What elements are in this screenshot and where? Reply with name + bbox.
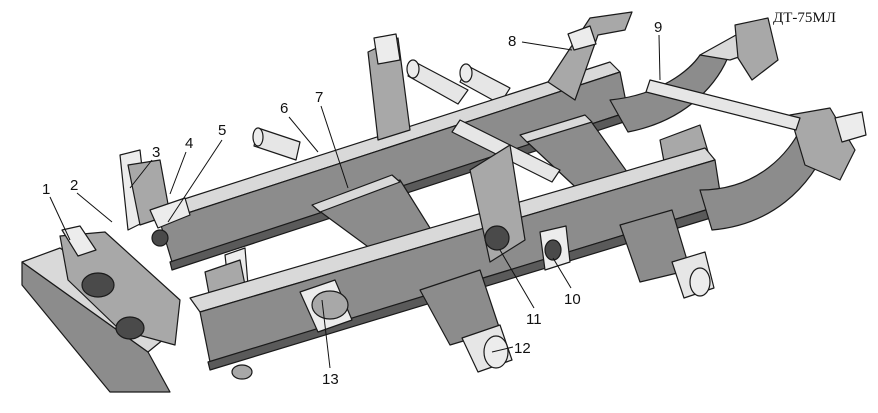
callout-4: 4 bbox=[185, 135, 193, 152]
callout-10: 10 bbox=[564, 291, 581, 308]
near-rear-arm bbox=[645, 79, 867, 231]
bogie-brackets bbox=[469, 144, 571, 271]
callout-13: 13 bbox=[322, 371, 339, 388]
callout-2: 2 bbox=[70, 177, 78, 194]
callout-1: 1 bbox=[42, 181, 50, 198]
callout-12: 12 bbox=[514, 340, 531, 357]
callout-3: 3 bbox=[152, 144, 160, 161]
front-bumper bbox=[21, 225, 181, 393]
callout-5: 5 bbox=[218, 122, 226, 139]
frame-illustration bbox=[21, 11, 867, 393]
model-label: ДТ-75МЛ bbox=[773, 10, 836, 26]
callout-9: 9 bbox=[654, 19, 662, 36]
lower-shafts bbox=[419, 209, 715, 373]
callout-8: 8 bbox=[508, 33, 516, 50]
leader-lines bbox=[49, 34, 661, 369]
rear-shaft-stubs bbox=[252, 59, 511, 161]
near-beam-bracket bbox=[299, 279, 353, 333]
callout-11: 11 bbox=[526, 311, 542, 328]
front-rollers bbox=[231, 364, 253, 380]
callout-7: 7 bbox=[315, 89, 323, 106]
callout-numbers: 1 2 3 4 5 6 7 8 9 10 11 12 13 bbox=[42, 19, 662, 388]
callout-6: 6 bbox=[280, 100, 288, 117]
